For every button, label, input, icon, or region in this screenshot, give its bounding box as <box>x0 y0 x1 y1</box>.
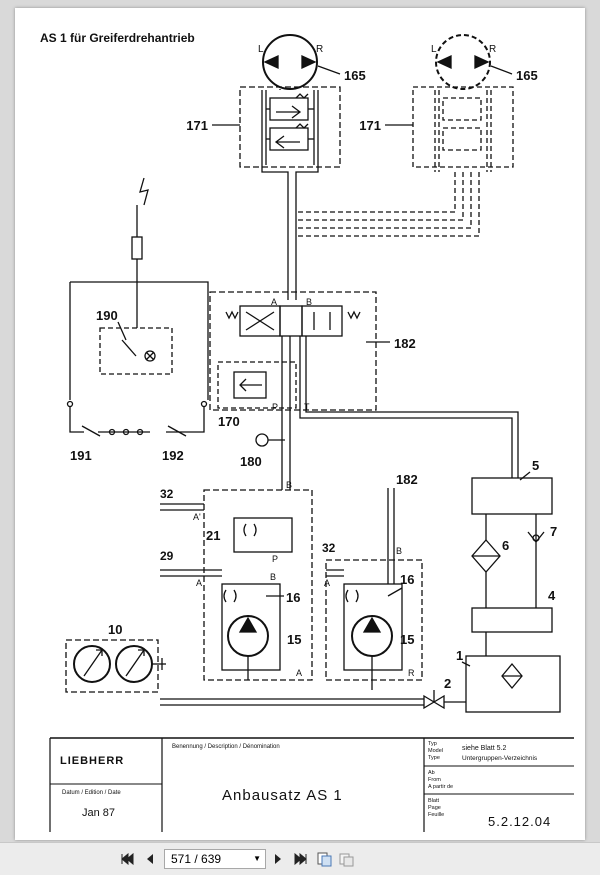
first-page-button[interactable] <box>118 849 138 869</box>
label-32: 32 <box>160 487 174 501</box>
svg-text:Model: Model <box>428 748 443 754</box>
label-32-b: 32 <box>322 541 336 555</box>
svg-text:Feuille: Feuille <box>428 812 444 818</box>
svg-text:B: B <box>286 480 292 490</box>
label-10: 10 <box>108 622 122 637</box>
label-190: 190 <box>96 308 118 323</box>
label-16-b: 16 <box>400 572 414 587</box>
title-block: LIEBHERR Benennung / Description / Dénom… <box>49 737 574 832</box>
document-page: AS 1 für Greiferdrehantrieb L R 165 <box>15 8 585 840</box>
diagram-title: AS 1 für Greiferdrehantrieb <box>40 31 195 45</box>
prev-page-button[interactable] <box>140 849 160 869</box>
pump-group-b: 15 16 32 A B R 182 <box>322 472 423 690</box>
pump-group-a: B 21 32 A' P 15 16 A 29 A B <box>160 480 313 681</box>
svg-text:siehe Blatt 5.2: siehe Blatt 5.2 <box>462 745 506 752</box>
label-15-b: 15 <box>400 632 414 647</box>
liebherr-logo: LIEBHERR <box>60 755 124 767</box>
svg-text:Ab: Ab <box>428 770 435 776</box>
svg-text:B: B <box>306 297 312 307</box>
rotary-motor-165: L R 165 <box>258 34 366 90</box>
chevron-down-icon: ▼ <box>253 854 261 863</box>
sheet-number: 5.2.12.04 <box>488 814 551 829</box>
electrical-circuit: 190 191 192 <box>66 177 209 463</box>
svg-text:A: A <box>296 668 302 678</box>
label-16: 16 <box>286 590 300 605</box>
fit-page-icon <box>317 852 332 867</box>
svg-text:A: A <box>324 578 330 588</box>
pump-pair-10: 10 <box>65 622 166 693</box>
label-182: 182 <box>394 336 416 351</box>
drawing-date: Jan 87 <box>82 807 115 819</box>
label-7: 7 <box>550 524 557 539</box>
svg-text:A: A <box>196 578 202 588</box>
label-21: 21 <box>206 528 220 543</box>
hydraulic-schematic: AS 1 für Greiferdrehantrieb L R 165 <box>40 31 574 832</box>
svg-text:A partir de: A partir de <box>428 784 453 790</box>
label-180: 180 <box>240 454 262 469</box>
label-5: 5 <box>532 458 539 473</box>
svg-text:Untergruppen-Verzeichnis: Untergruppen-Verzeichnis <box>462 755 538 762</box>
next-page-icon <box>275 854 281 864</box>
first-page-icon <box>121 853 134 865</box>
pressure-gauge-180 <box>255 433 269 447</box>
svg-text:B: B <box>270 572 276 582</box>
svg-text:R: R <box>316 44 323 55</box>
prev-page-icon <box>147 854 153 864</box>
label-182-b: 182 <box>396 472 418 487</box>
svg-text:L: L <box>258 44 264 55</box>
label-170: 170 <box>218 414 240 429</box>
svg-text:L: L <box>431 44 437 55</box>
svg-text:Benennung / Description / Déno: Benennung / Description / Dénomination <box>172 744 280 750</box>
svg-text:Type: Type <box>428 755 440 761</box>
label-6: 6 <box>502 538 509 553</box>
svg-text:T: T <box>304 402 310 412</box>
fit-page-button[interactable] <box>314 849 334 869</box>
svg-text:P: P <box>272 554 278 564</box>
relief-valve-170: P T 170 <box>217 361 310 429</box>
last-page-button[interactable] <box>290 849 310 869</box>
svg-text:Page: Page <box>428 805 441 811</box>
label-191: 191 <box>70 448 92 463</box>
last-page-icon <box>294 853 307 865</box>
svg-text:R: R <box>489 44 496 55</box>
svg-text:R: R <box>408 668 415 678</box>
cooler-filter-tank: 5 6 7 4 1 2 <box>160 458 561 713</box>
directional-valve-182: A B 182 <box>209 291 416 411</box>
svg-text:From: From <box>428 777 441 783</box>
label-15: 15 <box>287 632 301 647</box>
svg-text:P: P <box>272 402 278 412</box>
next-page-button[interactable] <box>268 849 288 869</box>
svg-text:Typ: Typ <box>428 741 437 747</box>
label-2: 2 <box>444 676 451 691</box>
fit-width-button[interactable] <box>336 849 356 869</box>
fit-width-icon <box>339 853 354 867</box>
rotary-motor-165-dashed <box>296 34 514 237</box>
label-171-dashed: 171 <box>359 118 381 133</box>
svg-text:A': A' <box>193 512 201 522</box>
svg-text:B: B <box>396 546 402 556</box>
svg-text:A: A <box>271 297 277 307</box>
viewer-toolbar: 571 / 639 ▼ <box>0 842 600 875</box>
label-192: 192 <box>162 448 184 463</box>
page-number-select[interactable]: 571 / 639 ▼ <box>164 849 266 869</box>
drawing-name: Anbausatz AS 1 <box>222 787 343 804</box>
valve-block-171: 171 <box>186 86 341 168</box>
label-1: 1 <box>456 648 463 663</box>
svg-text:Datum / Edition / Date: Datum / Edition / Date <box>62 790 121 796</box>
label-171: 171 <box>186 118 208 133</box>
label-29: 29 <box>160 549 174 563</box>
label-165: 165 <box>344 68 366 83</box>
svg-text:Blatt: Blatt <box>428 798 439 804</box>
label-4: 4 <box>548 588 556 603</box>
label-165-dashed: 165 <box>516 68 538 83</box>
